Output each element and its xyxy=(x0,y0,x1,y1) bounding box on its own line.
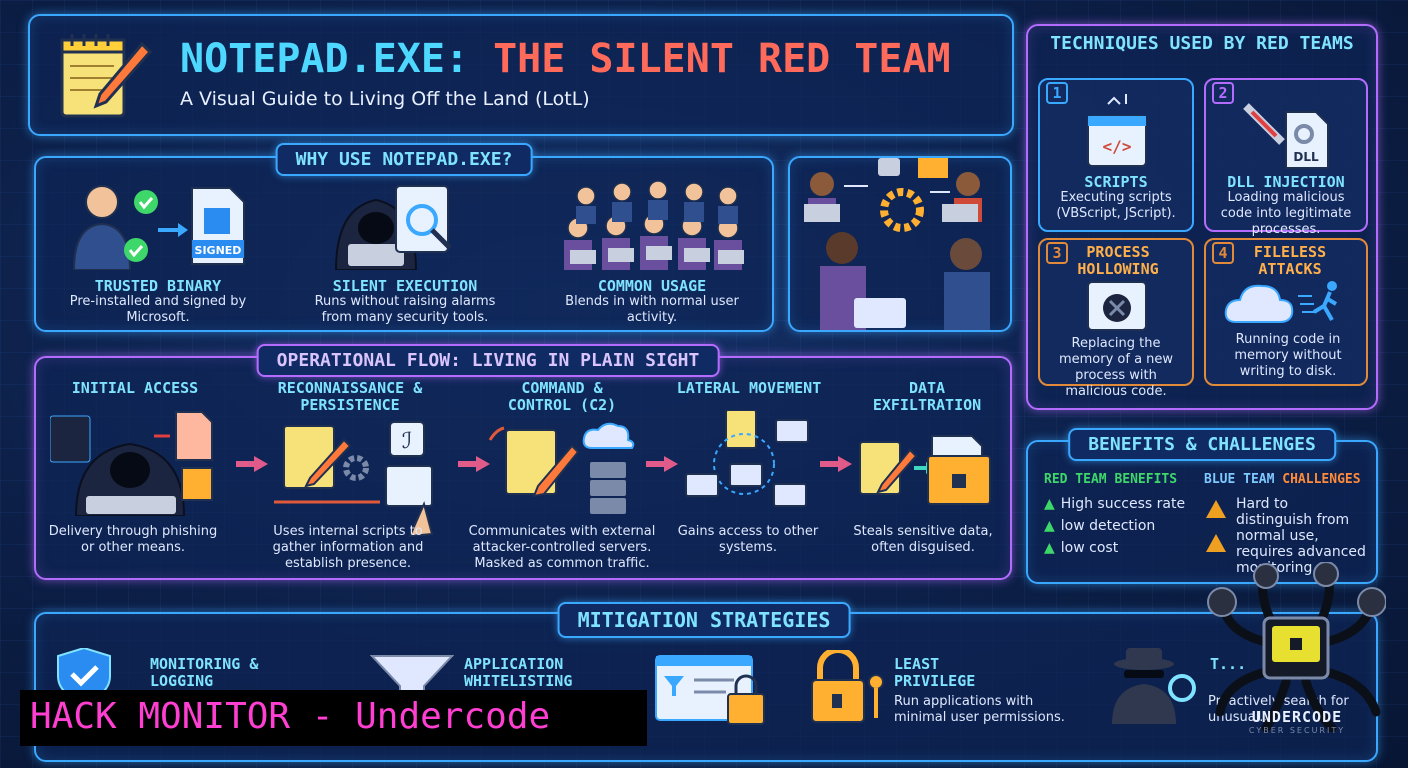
flow-step-text: Steals sensitive data, often disguised. xyxy=(853,524,993,555)
technique-text: Loading malicious code into legitimate p… xyxy=(1220,190,1352,237)
mitigation-item-title: APPLICATION WHITELISTING xyxy=(464,655,573,690)
up-arrow-icon: ▲ xyxy=(1044,496,1055,512)
robot-octopus-logo-icon xyxy=(1207,562,1386,732)
flow-step-title: DATA EXFILTRATION xyxy=(872,379,982,414)
red-benefit-text: low detection xyxy=(1060,518,1156,534)
why-item-text: Pre-installed and signed by Microsoft. xyxy=(69,294,247,325)
office-crowd-icon xyxy=(556,176,748,272)
undercode-logo-text: UNDERCODE CYBER SECURITY xyxy=(1222,710,1372,738)
why-item-title: TRUSTED BINARY xyxy=(94,277,222,295)
technique-title: SCRIPTS xyxy=(1084,173,1148,191)
technique-card: 1 </> SCRIPTS Executing scripts (VBScrip… xyxy=(1038,78,1194,232)
businessman-icon xyxy=(60,178,250,271)
flow-step-title: LATERAL MOVEMENT xyxy=(676,379,822,397)
red-benefit-item: ▲ High success rate xyxy=(1044,496,1185,512)
technique-card: 4 FILELESS ATTACKS Running code in memor… xyxy=(1204,238,1368,386)
hooded-hacker-icon xyxy=(326,178,456,271)
mitigation-item-title: T... xyxy=(1210,655,1247,673)
flow-step-text: Communicates with external attacker-cont… xyxy=(468,524,656,571)
flow-step-title: INITIAL ACCESS xyxy=(71,379,199,397)
why-item-text: Runs without raising alarms from many se… xyxy=(314,294,496,325)
technique-text: Replacing the memory of a new process wi… xyxy=(1058,336,1174,399)
office-workers-icon xyxy=(804,158,990,330)
techniques-heading: TECHNIQUES USED BY RED TEAMS xyxy=(1050,33,1354,54)
benefits-panel xyxy=(1026,440,1378,584)
spy-magnifier-icon xyxy=(1112,648,1196,724)
technique-number: 4 xyxy=(1212,242,1234,264)
notepad-pencil-icon xyxy=(54,30,154,122)
flow-step-text: Gains access to other systems. xyxy=(677,524,819,555)
hacker-laptop-icon xyxy=(50,411,213,516)
office-illustration-panel xyxy=(788,156,1012,332)
blue-challenges-heading: BLUE TEAM CHALLENGES xyxy=(1204,472,1361,487)
code-script-icon: </> xyxy=(1087,94,1147,167)
flow-step-text: Uses internal scripts to gather informat… xyxy=(272,524,424,571)
flow-heading: OPERATIONAL FLOW: LIVING IN PLAIN SIGHT xyxy=(256,344,720,377)
technique-card: 2 DLL DLL INJECTION Loading malicious co… xyxy=(1204,78,1368,237)
flow-arrow-icon xyxy=(646,456,678,472)
notepad-gear-icon: ℐ xyxy=(274,421,434,538)
technique-number: 1 xyxy=(1046,82,1068,104)
signed-badge-label: SIGNED xyxy=(194,244,242,257)
page-title: NOTEPAD.EXE: THE SILENT RED TEAM xyxy=(180,36,951,82)
dll-file-label: DLL xyxy=(1293,150,1319,164)
technique-number: 3 xyxy=(1046,242,1068,264)
header-panel: NOTEPAD.EXE: THE SILENT RED TEAM A Visua… xyxy=(28,14,1014,136)
logo-name: UNDERCODE xyxy=(1251,708,1343,726)
network-computers-icon xyxy=(685,410,809,507)
benefits-heading: BENEFITS & CHALLENGES xyxy=(1068,428,1336,461)
warning-icon xyxy=(1206,500,1226,518)
why-item-title: COMMON USAGE xyxy=(597,277,707,295)
flow-arrow-icon xyxy=(820,456,852,472)
flow-step-text: Delivery through phishing or other means… xyxy=(48,524,218,555)
title-part1: NOTEPAD.EXE: xyxy=(180,36,469,82)
svg-text:</>: </> xyxy=(1103,137,1132,156)
flow-step-title: COMMAND & CONTROL (C2) xyxy=(507,379,617,414)
mitigation-item-text: Run applications with minimal user permi… xyxy=(894,694,1065,725)
technique-title: FILELESS ATTACKS xyxy=(1253,243,1327,278)
flow-arrow-icon xyxy=(458,456,490,472)
why-heading: WHY USE NOTEPAD.EXE? xyxy=(275,143,533,176)
up-arrow-icon: ▲ xyxy=(1044,540,1055,556)
blue-heading-part1: BLUE TEAM xyxy=(1204,472,1275,487)
hack-monitor-banner: HACK MONITOR - Undercode xyxy=(20,690,647,746)
red-benefit-item: ▲ low cost xyxy=(1044,540,1118,556)
hollow-process-icon xyxy=(1087,281,1147,331)
title-part2: THE SILENT RED TEAM xyxy=(493,36,951,82)
flow-step-title: RECONNAISSANCE & PERSISTENCE xyxy=(277,379,423,414)
mitigation-item-title: MONITORING & LOGGING xyxy=(150,655,259,690)
shield-check-icon xyxy=(57,648,111,696)
banner-text: HACK MONITOR - Undercode xyxy=(30,696,551,737)
technique-title: DLL INJECTION xyxy=(1227,173,1345,191)
syringe-dll-icon xyxy=(1243,103,1329,169)
warning-icon xyxy=(1206,534,1226,552)
mitigation-heading: MITIGATION STRATEGIES xyxy=(557,602,851,638)
red-benefit-text: High success rate xyxy=(1060,496,1186,512)
flow-arrow-icon xyxy=(236,456,268,472)
funnel-icon xyxy=(370,655,454,692)
logo-subtitle: CYBER SECURITY xyxy=(1248,726,1346,735)
red-benefit-item: ▲ low detection xyxy=(1044,518,1155,534)
technique-text: Executing scripts (VBScript, JScript). xyxy=(1056,190,1176,221)
red-benefits-heading: RED TEAM BENEFITS xyxy=(1044,472,1178,487)
why-item-text: Blends in with normal user activity. xyxy=(565,294,739,325)
technique-card: 3 PROCESS HOLLOWING Replacing the memory… xyxy=(1038,238,1194,399)
up-arrow-icon: ▲ xyxy=(1044,518,1055,534)
technique-number: 2 xyxy=(1212,82,1234,104)
notepad-server-cloud-icon xyxy=(488,422,635,514)
blue-heading-part2: CHALLENGES xyxy=(1282,472,1361,487)
svg-text:ℐ: ℐ xyxy=(402,429,412,454)
window-lock-icon xyxy=(655,655,765,725)
technique-title: PROCESS HOLLOWING xyxy=(1077,243,1159,278)
why-item-title: SILENT EXECUTION xyxy=(332,277,478,295)
cloud-runner-icon xyxy=(1224,281,1338,323)
page-subtitle: A Visual Guide to Living Off the Land (L… xyxy=(180,88,590,110)
mitigation-item-title: LEAST PRIVILEGE xyxy=(894,655,976,690)
technique-text: Running code in memory without writing t… xyxy=(1234,332,1342,379)
red-benefit-text: low cost xyxy=(1060,540,1119,556)
padlock-key-icon xyxy=(811,650,884,723)
folder-lock-icon xyxy=(859,435,991,505)
